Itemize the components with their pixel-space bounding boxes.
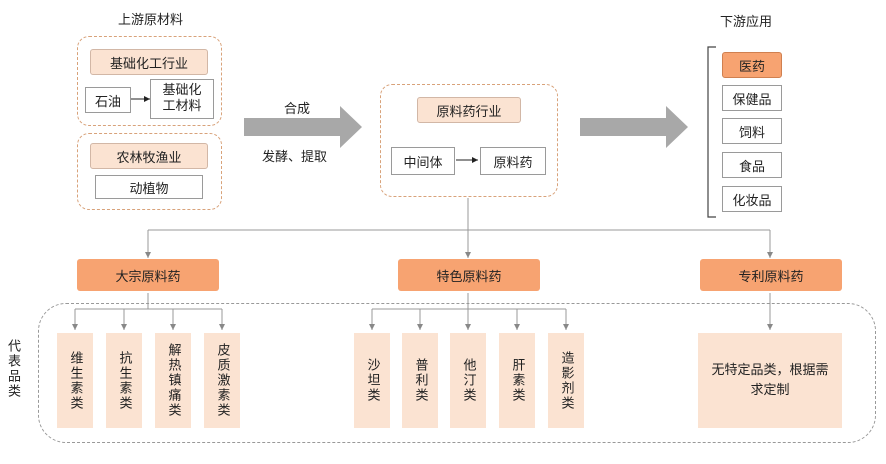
flora-fauna-box: 动植物 bbox=[95, 175, 203, 199]
downstream-item-cosmetics: 化妆品 bbox=[722, 186, 782, 212]
downstream-item-food: 食品 bbox=[722, 152, 782, 178]
downstream-item-health: 保健品 bbox=[722, 85, 782, 111]
downstream-item-feed: 饲料 bbox=[722, 118, 782, 144]
synthesis-label: 合成 bbox=[284, 102, 311, 117]
specialty-item-statins: 他汀类 bbox=[450, 333, 486, 428]
specialty-item-prils: 普利类 bbox=[402, 333, 438, 428]
bulk-api-header: 大宗原料药 bbox=[77, 259, 219, 291]
fermentation-label: 发酵、提取 bbox=[262, 150, 328, 165]
downstream-arrow bbox=[580, 106, 688, 148]
patent-item-custom: 无特定品类，根据需求定制 bbox=[698, 333, 842, 428]
specialty-item-heparins: 肝素类 bbox=[499, 333, 535, 428]
api-industry-group: 原料药行业 中间体 原料药 bbox=[380, 84, 558, 197]
api-box: 原料药 bbox=[480, 147, 546, 175]
representative-categories-container bbox=[38, 303, 876, 443]
basic-chem-header: 基础化工行业 bbox=[90, 49, 208, 75]
bulk-item-antipyretics: 解热镇痛类 bbox=[155, 333, 191, 428]
petroleum-box: 石油 bbox=[85, 87, 131, 113]
upstream-title: 上游原材料 bbox=[118, 13, 184, 28]
side-label: 代表品类 bbox=[5, 339, 20, 399]
bulk-item-vitamins: 维生素类 bbox=[57, 333, 93, 428]
synthesis-arrow bbox=[244, 106, 362, 148]
downstream-title: 下游应用 bbox=[720, 15, 773, 30]
basic-chem-group: 基础化工行业 石油 基础化 工材料 bbox=[77, 36, 222, 126]
specialty-item-sartans: 沙坦类 bbox=[354, 333, 390, 428]
patent-api-header: 专利原料药 bbox=[700, 259, 842, 291]
agri-header: 农林牧渔业 bbox=[90, 143, 208, 169]
downstream-item-medicine: 医药 bbox=[722, 52, 782, 78]
basic-chem-materials-box: 基础化 工材料 bbox=[150, 79, 214, 119]
intermediate-box: 中间体 bbox=[391, 147, 455, 175]
specialty-item-contrast-agents: 造影剂类 bbox=[548, 333, 584, 428]
api-industry-header: 原料药行业 bbox=[417, 97, 521, 123]
agri-group: 农林牧渔业 动植物 bbox=[77, 133, 222, 210]
specialty-api-header: 特色原料药 bbox=[398, 259, 540, 291]
bulk-item-antibiotics: 抗生素类 bbox=[106, 333, 142, 428]
bulk-item-corticosteroids: 皮质激素类 bbox=[204, 333, 240, 428]
